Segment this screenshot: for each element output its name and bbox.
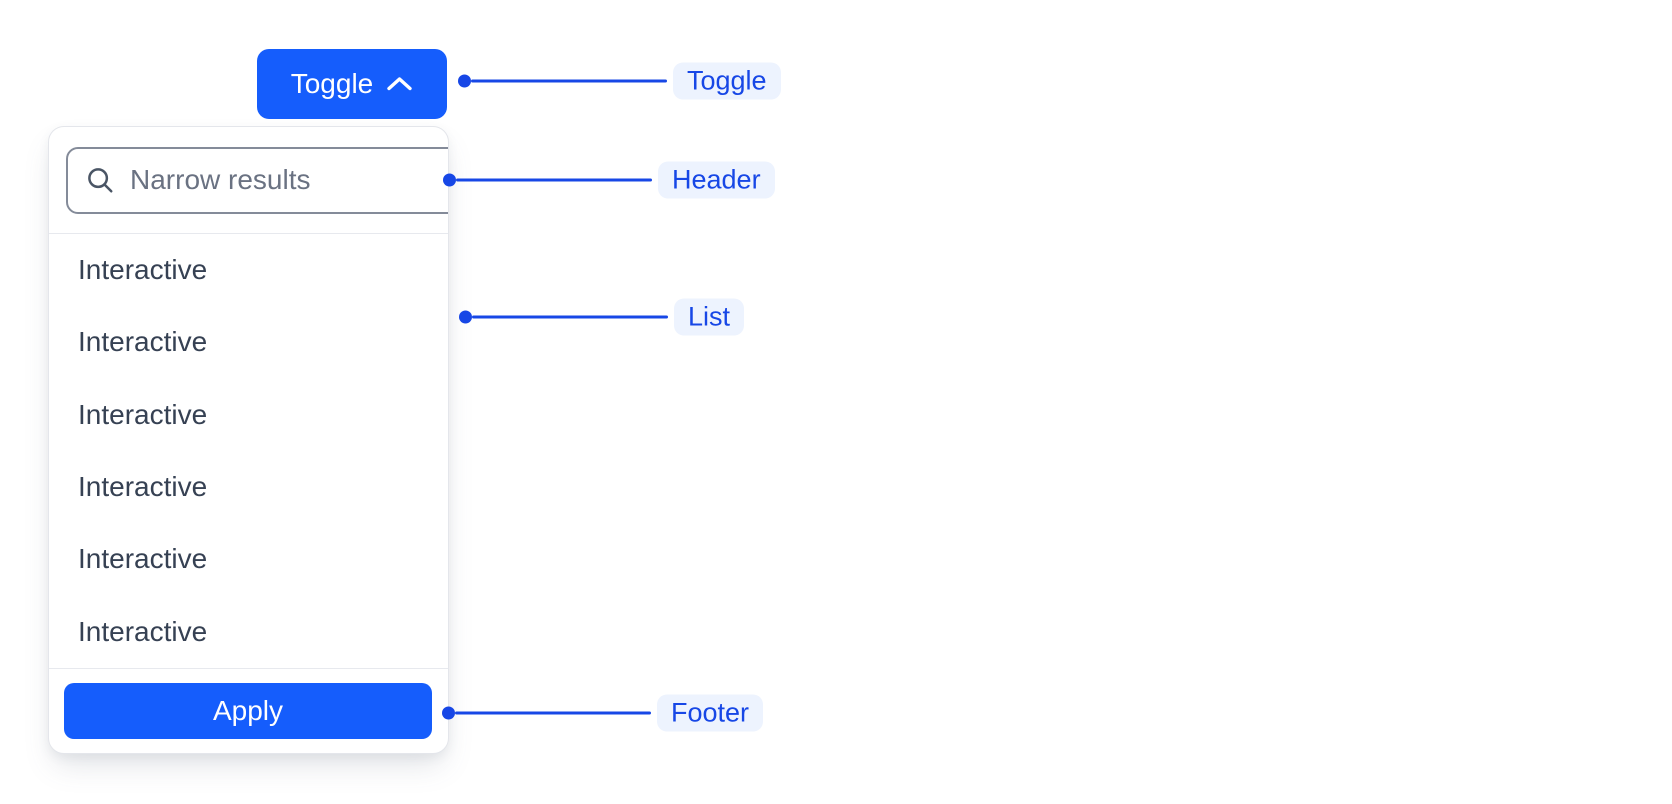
annotation-dot <box>459 310 472 324</box>
dropdown-footer: Apply <box>49 668 448 753</box>
annotation-label-toggle: Toggle <box>673 62 781 100</box>
annotation-line <box>472 315 668 319</box>
toggle-button-label: Toggle <box>290 68 374 99</box>
chevron-up-icon <box>386 76 413 92</box>
toggle-button[interactable]: Toggle <box>257 49 447 119</box>
apply-button[interactable]: Apply <box>64 683 432 739</box>
annotation-label-header: Header <box>658 161 775 199</box>
annotation-dot <box>442 706 455 720</box>
annotation-footer: Footer <box>442 694 764 732</box>
annotation-header: Header <box>443 161 775 199</box>
annotation-line <box>471 79 667 83</box>
dropdown-header <box>49 127 448 234</box>
list-item[interactable]: Interactive <box>78 398 208 430</box>
annotation-line <box>456 178 652 182</box>
list-item[interactable]: Interactive <box>78 326 208 358</box>
annotation-dot <box>443 173 456 187</box>
annotation-label-footer: Footer <box>657 694 764 732</box>
dropdown-list: Interactive Interactive Interactive Inte… <box>49 234 448 668</box>
annotation-line <box>455 711 651 715</box>
list-item[interactable]: Interactive <box>78 254 208 286</box>
annotation-list: List <box>459 298 745 336</box>
annotation-toggle: Toggle <box>458 62 781 100</box>
list-item[interactable]: Interactive <box>78 471 208 503</box>
search-input[interactable] <box>130 164 448 196</box>
dropdown-panel: Interactive Interactive Interactive Inte… <box>48 126 449 754</box>
annotation-dot <box>458 74 471 88</box>
search-box[interactable] <box>66 146 448 214</box>
list-item[interactable]: Interactive <box>78 543 208 575</box>
search-icon <box>85 165 115 195</box>
annotation-label-list: List <box>674 298 745 336</box>
list-item[interactable]: Interactive <box>78 615 208 647</box>
